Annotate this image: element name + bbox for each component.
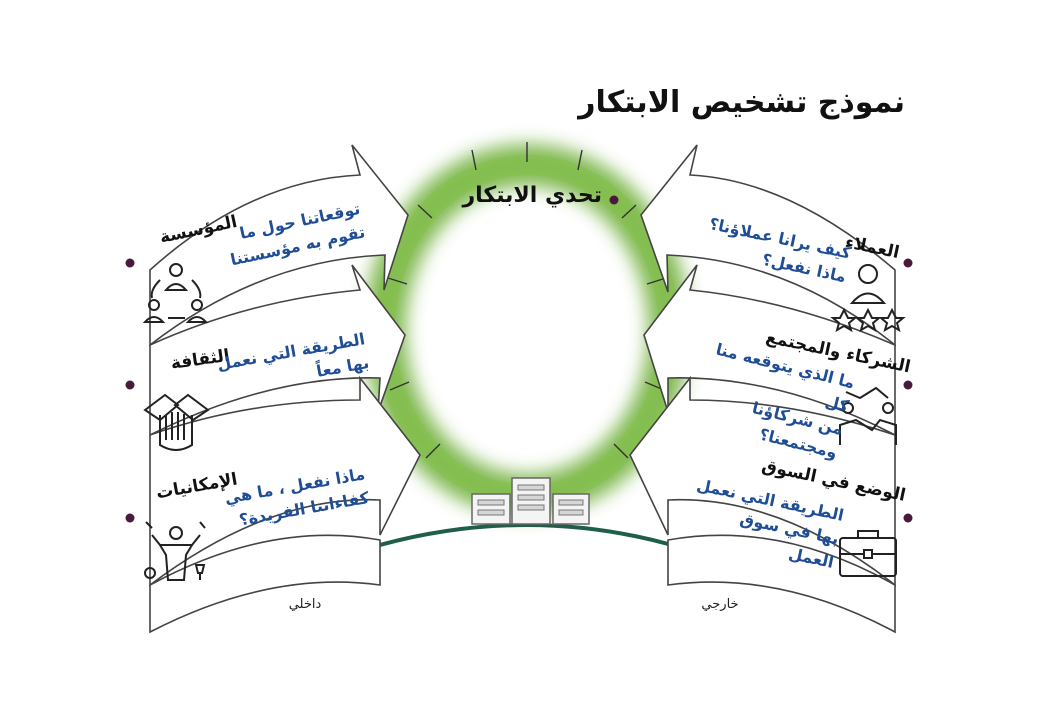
ground-arc bbox=[380, 525, 672, 545]
label-external: خارجي bbox=[690, 597, 750, 612]
page-title: نموذج تشخيص الابتكار bbox=[585, 85, 905, 120]
label-internal: داخلي bbox=[275, 597, 335, 612]
center-label: تحدي الابتكار bbox=[452, 183, 602, 208]
